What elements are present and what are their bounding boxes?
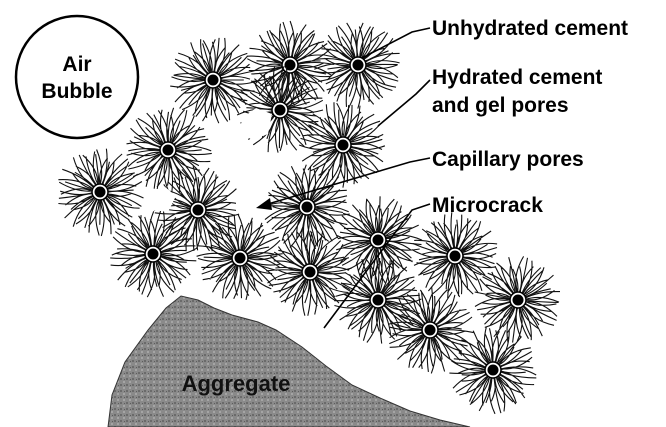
- unhydrated-core: [95, 187, 106, 198]
- labels: Unhydrated cement Hydrated cement and ge…: [432, 17, 628, 217]
- unhydrated-core: [208, 75, 219, 86]
- label-hydrated-cement-line2: and gel pores: [432, 94, 569, 117]
- unhydrated-core: [235, 253, 246, 264]
- cement-grain: [237, 66, 323, 152]
- unhydrated-core: [338, 140, 349, 151]
- cement-grain: [314, 23, 399, 109]
- label-unhydrated-cement: Unhydrated cement: [432, 17, 628, 40]
- cement-grain: [412, 212, 497, 298]
- unhydrated-core: [302, 202, 313, 213]
- unhydrated-core: [193, 205, 204, 216]
- leader-hydrated: [378, 80, 430, 126]
- cement-grain: [449, 327, 536, 414]
- aggregate-label: Aggregate: [182, 371, 291, 396]
- unhydrated-core: [513, 295, 524, 306]
- cement-grain: [388, 287, 474, 373]
- unhydrated-core: [373, 235, 384, 246]
- unhydrated-core: [163, 145, 174, 156]
- label-capillary-pores: Capillary pores: [432, 148, 584, 171]
- unhydrated-core: [275, 105, 286, 116]
- unhydrated-core: [450, 251, 461, 262]
- air-bubble-label-line1: Air: [62, 53, 91, 76]
- label-hydrated-cement-line1: Hydrated cement: [432, 66, 602, 89]
- cement-grain: [475, 256, 560, 342]
- unhydrated-core: [353, 60, 364, 71]
- air-bubble-label-line2: Bubble: [41, 80, 112, 103]
- unhydrated-core: [425, 325, 436, 336]
- cement-grain: [197, 214, 283, 300]
- unhydrated-core: [148, 249, 159, 260]
- unhydrated-core: [373, 295, 384, 306]
- unhydrated-core: [305, 267, 316, 278]
- cement-grain: [266, 231, 352, 316]
- unhydrated-core: [488, 365, 499, 376]
- label-microcrack: Microcrack: [432, 194, 543, 217]
- cement-grain: [110, 211, 196, 297]
- air-bubble: Air Bubble: [16, 16, 138, 138]
